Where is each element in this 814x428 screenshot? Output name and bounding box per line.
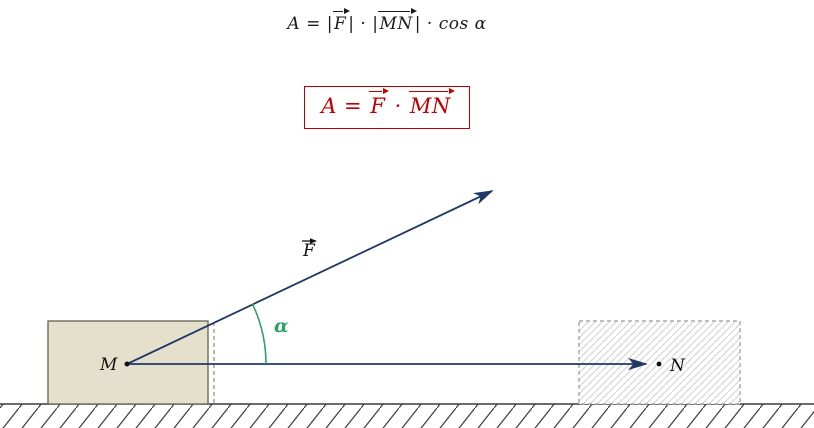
displacement-vector-symbol: MN (408, 88, 455, 118)
force-label-vector-arrowhead (310, 238, 317, 244)
ground-hatch (0, 404, 814, 428)
formula-text: | · cos α (414, 14, 487, 34)
boxed-formula-wrap: A = F · MN (0, 86, 774, 130)
label-n: N (669, 356, 686, 376)
displacement-vector-symbol: MN (378, 8, 418, 34)
work-formula-dot-product: A = F · MN (304, 86, 470, 130)
force-vector-symbol: F (332, 8, 351, 34)
formula-text: · (387, 94, 409, 118)
label-alpha: α (274, 315, 289, 337)
angle-arc (251, 303, 267, 365)
force-vector (126, 190, 494, 365)
label-m: M (99, 355, 118, 375)
force-vector-symbol: F (369, 88, 390, 118)
formula-text: A = (321, 94, 370, 118)
formula-text: A = | (287, 14, 333, 34)
formula-text: | · | (348, 14, 379, 34)
work-formula-expanded: A = |F| · |MN| · cos α (0, 8, 774, 38)
point-n-dot (656, 361, 662, 367)
point-m-dot (124, 361, 130, 367)
label-force: F (302, 241, 316, 261)
